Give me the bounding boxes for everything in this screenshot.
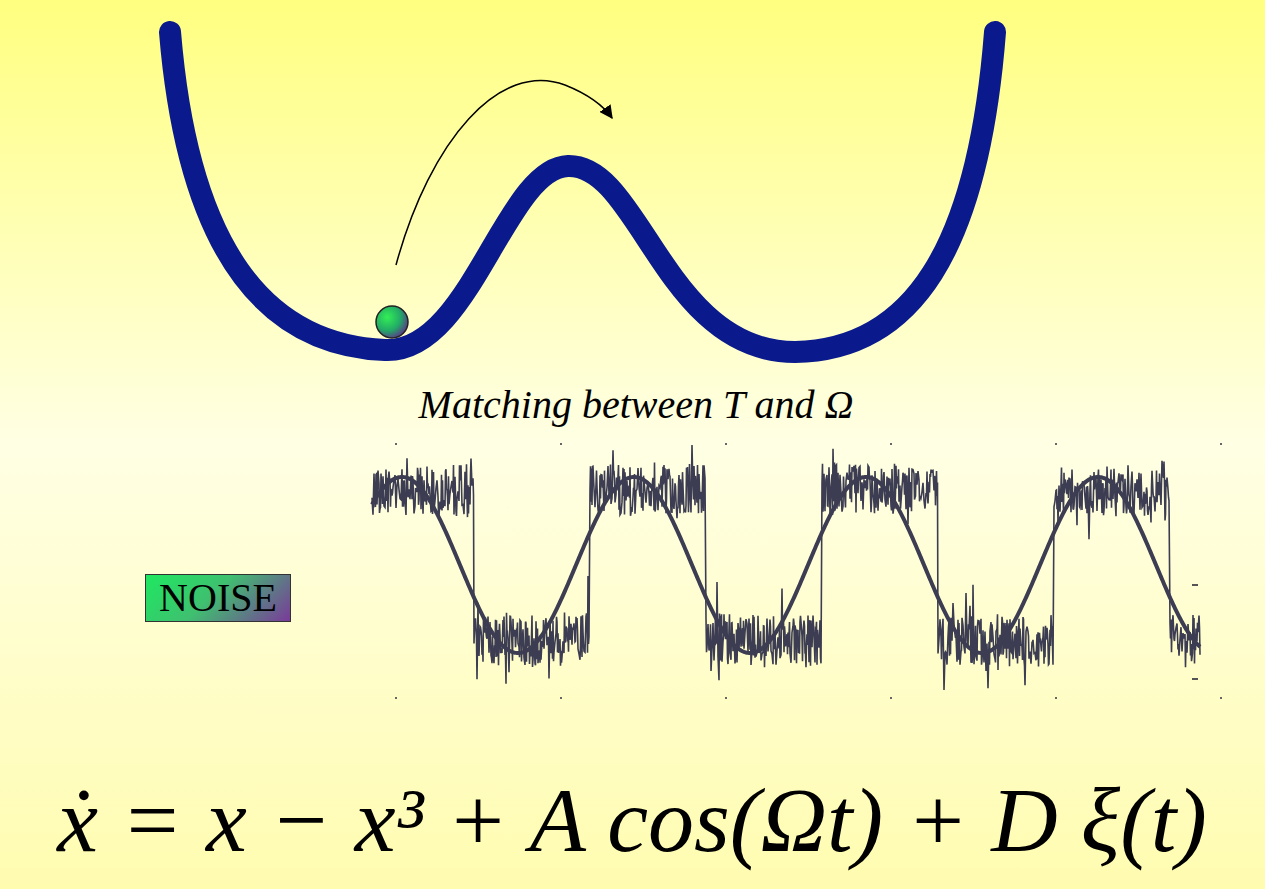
tick-dot [890, 443, 892, 445]
tick-dot [725, 443, 727, 445]
tick-dot [1192, 584, 1198, 586]
tick-dot [725, 697, 727, 699]
tick-dot [1055, 697, 1057, 699]
tick-dot [1220, 443, 1222, 445]
signal-plot [372, 443, 1222, 699]
noise-label: NOISE [159, 578, 277, 618]
tick-dot [560, 697, 562, 699]
langevin-equation: ẋ = x − x³ + A cos(Ωt) + D ξ(t) [57, 774, 1207, 866]
noisy-response [372, 445, 1200, 690]
periodic-signal [372, 477, 1200, 653]
tick-dot [395, 443, 397, 445]
double-well-potential [170, 32, 995, 352]
particle-ball [376, 306, 408, 338]
tick-dot [1220, 697, 1222, 699]
tick-dot [1192, 678, 1198, 680]
noise-box: NOISE [145, 574, 291, 622]
tick-dot [890, 697, 892, 699]
tick-dot [1055, 443, 1057, 445]
caption-text: Matching between T and Ω [419, 385, 854, 425]
hop-arrow [396, 80, 612, 265]
tick-dot [560, 443, 562, 445]
tick-dot [395, 697, 397, 699]
